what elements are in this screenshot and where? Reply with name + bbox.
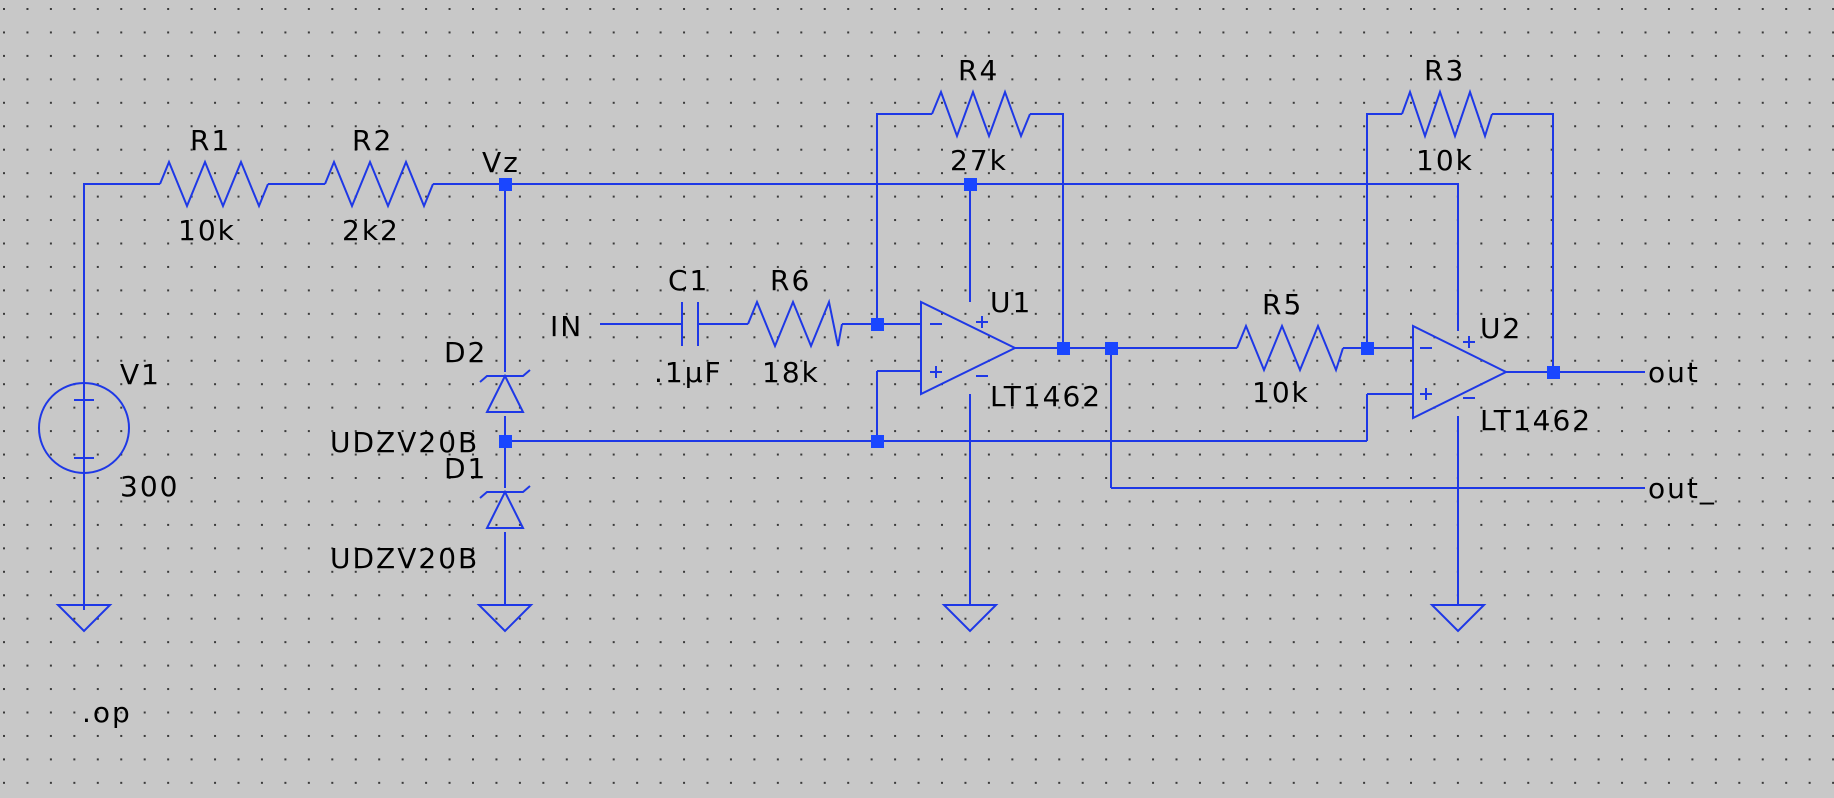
r4-name: R4 [958,54,999,87]
c1-symbol [681,302,699,346]
r5-name: R5 [1262,288,1303,321]
c1-name: C1 [668,264,709,297]
labels: R1 10k R2 2k2 Vz R4 27k R3 10k C1 .1µF R… [82,54,1716,729]
r5-value: 10k [1252,376,1310,409]
net-vz-label: Vz [482,146,520,179]
r1-name: R1 [190,124,231,157]
zener-diodes [479,369,531,529]
net-out-label: out [1648,356,1700,389]
u2-name: U2 [1480,312,1522,345]
net-out-underscore-label: out_ [1648,472,1716,505]
r3-name: R3 [1424,54,1465,87]
opamps [920,300,1509,420]
c1-value: .1µF [654,356,723,389]
d1-name: D1 [444,452,487,485]
r3-value: 10k [1416,144,1474,177]
u1-value: LT1462 [990,380,1102,413]
u2-value: LT1462 [1480,404,1592,437]
d1-symbol [479,485,531,529]
r4-symbol [931,89,1031,139]
r6-value: 18k [762,356,820,389]
r5-symbol [1236,323,1344,373]
r4-value: 27k [950,144,1008,177]
r2-symbol [324,159,434,209]
r1-symbol [159,159,269,209]
u1-name: U1 [990,286,1032,319]
r6-name: R6 [770,264,811,297]
ground-u2 [1429,604,1487,633]
r2-name: R2 [352,124,393,157]
junctions [499,178,1560,448]
u1-symbol [920,300,1018,396]
ground-v1 [55,604,113,633]
u2-symbol [1412,324,1509,420]
spice-directive[interactable]: .op [82,696,132,729]
ground-u1 [941,604,999,633]
net-in-label: IN [550,310,583,343]
resistors [159,88,1493,373]
r2-value: 2k2 [342,214,400,247]
d1-value: UDZV20B [330,542,479,575]
d2-name: D2 [444,336,487,369]
r6-symbol [747,298,843,349]
ground-symbols [55,604,1487,633]
r3-symbol [1401,88,1493,140]
ground-d1 [476,604,534,633]
v1-symbol [38,382,130,474]
d2-value: UDZV20B [330,426,479,459]
d2-symbol [479,369,531,413]
wires [83,113,1645,610]
v1-value: 300 [120,470,179,503]
r1-value: 10k [178,214,236,247]
v1-name: V1 [120,358,161,391]
